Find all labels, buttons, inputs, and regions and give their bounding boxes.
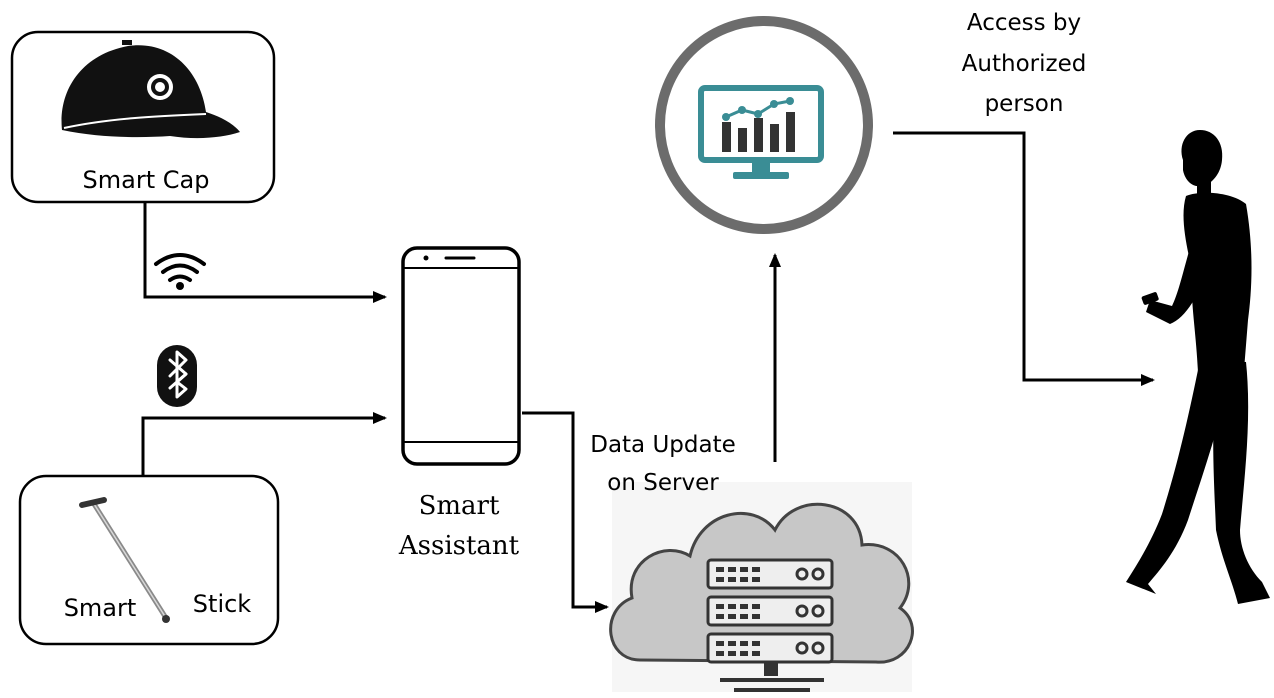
smart-cap-node: Smart Cap — [10, 30, 276, 204]
smart-cap-label: Smart Cap — [83, 166, 210, 194]
access-label-line3: person — [985, 91, 1064, 117]
assistant-to-server-connector — [522, 411, 609, 613]
smart-stick-node: Smart Stick — [18, 474, 280, 646]
connectors — [141, 131, 1155, 613]
smart-assistant-label-line1: Smart — [419, 491, 500, 521]
dashboard-to-person-connector — [893, 131, 1155, 386]
smart-assistant-label-line2: Assistant — [398, 531, 520, 561]
cloud-server-icon — [609, 482, 914, 692]
phone-icon — [401, 246, 521, 466]
bluetooth-icon — [157, 345, 197, 407]
server-rack — [706, 558, 834, 692]
server-label-line1: Data Update — [590, 432, 736, 458]
smart-stick-label-left: Smart — [64, 594, 137, 622]
person-icon — [1126, 130, 1270, 604]
cap-to-assistant-connector — [143, 202, 387, 303]
smart-stick-label-right: Stick — [193, 590, 252, 618]
access-label-line1: Access by — [967, 10, 1081, 36]
monitor-icon — [655, 16, 873, 234]
access-label-line2: Authorized — [962, 51, 1087, 77]
server-label-line2: on Server — [607, 470, 719, 496]
cap-icon — [61, 40, 241, 139]
stick-to-assistant-connector — [141, 412, 387, 476]
wifi-icon — [154, 253, 206, 290]
stick-icon — [79, 497, 170, 623]
smart-stick-box — [18, 474, 280, 646]
